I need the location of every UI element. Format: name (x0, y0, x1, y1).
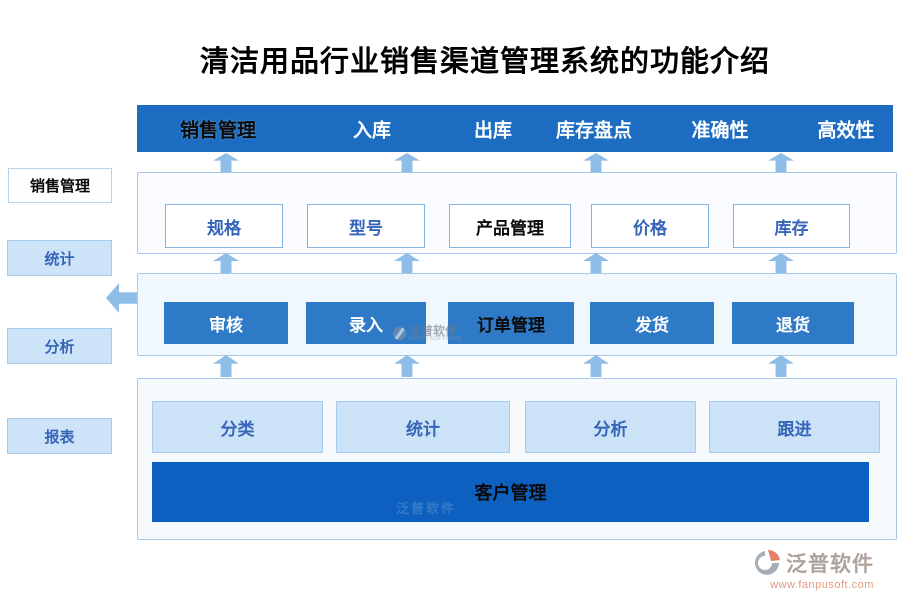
top-bar-item-outbound: 出库 (473, 120, 513, 141)
order-box-returns: 退货 (732, 302, 854, 344)
brand-footer: 泛普软件 www.fanpusoft.com (752, 548, 892, 591)
up-arrow-icon (583, 153, 609, 172)
left-arrow-icon (106, 283, 137, 313)
up-arrow-icon (213, 153, 239, 172)
sidebar-item-sales-management: 销售管理 (8, 168, 112, 203)
product-box-stock: 库存 (733, 204, 850, 248)
brand-name: 泛普软件 (786, 553, 874, 576)
product-box-spec: 规格 (165, 204, 283, 248)
page-title: 清洁用品行业销售渠道管理系统的功能介绍 (199, 46, 770, 78)
order-box-shipping: 发货 (590, 302, 714, 344)
up-arrow-icon (394, 355, 420, 377)
product-box-title: 产品管理 (449, 204, 571, 248)
watermark-subtext: FANPU SOFTWARE (409, 336, 463, 342)
watermark-logo-icon (393, 327, 406, 340)
up-arrow-icon (213, 253, 239, 273)
fanpu-logo-icon (755, 550, 780, 575)
watermark-text: 泛普软件 (409, 324, 458, 338)
up-arrow-icon (394, 153, 420, 172)
customer-management-bar: 客户管理 (152, 462, 869, 522)
up-arrow-icon (394, 253, 420, 273)
sidebar-item-reports: 报表 (7, 418, 112, 454)
up-arrow-icon (583, 355, 609, 377)
watermark-on-bar: 泛普软件 (396, 501, 457, 516)
sidebar-item-statistics: 统计 (7, 240, 112, 276)
order-box-review: 审核 (164, 302, 288, 344)
customer-box-category: 分类 (152, 401, 323, 453)
up-arrow-icon (768, 153, 794, 172)
order-box-title: 订单管理 (448, 302, 574, 344)
product-box-model: 型号 (307, 204, 425, 248)
customer-box-followup: 跟进 (709, 401, 880, 453)
up-arrow-icon (213, 355, 239, 377)
up-arrow-icon (768, 253, 794, 273)
center-watermark: 泛普软件 FANPU SOFTWARE (393, 325, 462, 342)
top-bar-item-stocktake: 库存盘点 (555, 120, 633, 141)
top-bar-item-inbound: 入库 (352, 120, 392, 141)
top-bar: 销售管理 入库 出库 库存盘点 准确性 高效性 (137, 105, 893, 152)
up-arrow-icon (768, 355, 794, 377)
up-arrow-icon (583, 253, 609, 273)
top-bar-item-efficiency: 高效性 (817, 120, 875, 141)
sidebar-item-analysis: 分析 (7, 328, 112, 364)
top-bar-item-sales: 销售管理 (179, 120, 257, 141)
customer-box-statistics: 统计 (336, 401, 510, 453)
customer-box-analysis: 分析 (525, 401, 696, 453)
brand-url: www.fanpusoft.com (770, 579, 874, 591)
order-box-entry: 录入 (306, 302, 426, 344)
product-box-price: 价格 (591, 204, 709, 248)
top-bar-item-accuracy: 准确性 (691, 120, 749, 141)
